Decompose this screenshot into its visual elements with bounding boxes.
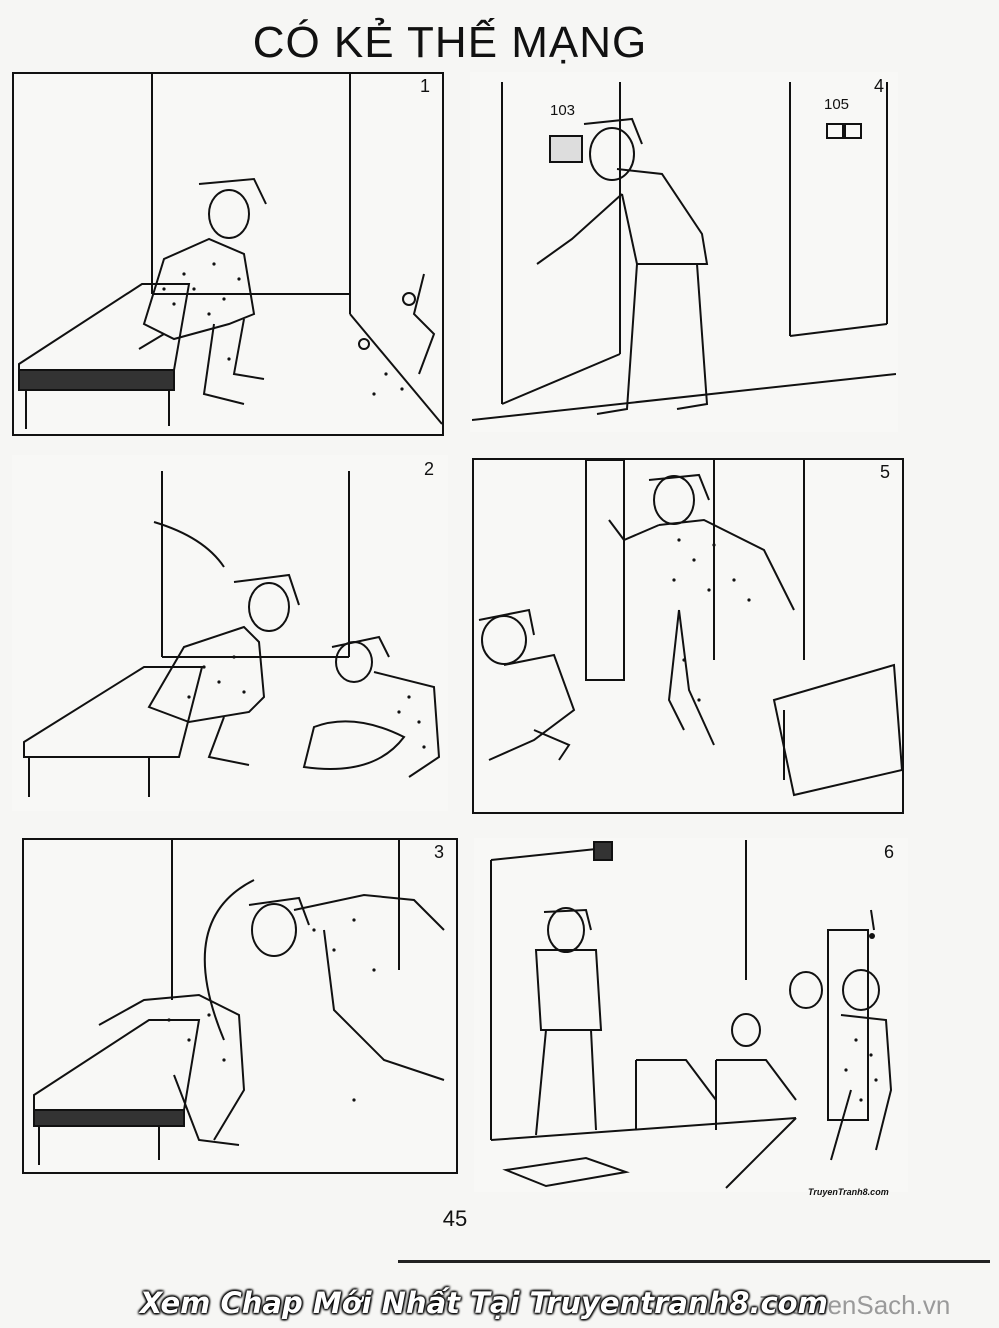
comic-panel-4: 103 105 4 bbox=[470, 72, 898, 432]
panel-number-2: 2 bbox=[423, 459, 434, 479]
bottom-rule bbox=[398, 1260, 990, 1263]
comic-title: CÓ KẺ THẾ MẠNG bbox=[252, 18, 648, 67]
panel-6-drawing bbox=[490, 840, 893, 1189]
door-number-105: 105 bbox=[824, 96, 850, 113]
page-number: 45 bbox=[442, 1206, 468, 1231]
watermark-text: ThuVienSach.vn bbox=[760, 1290, 951, 1320]
comic-panel-3: 3 bbox=[22, 838, 458, 1174]
comic-panel-6: 6 bbox=[474, 838, 908, 1192]
panel-number-3: 3 bbox=[433, 842, 444, 862]
promo-banner[interactable]: Xem Chap Mới Nhất Tại Truyentranh8.com bbox=[140, 1286, 828, 1320]
panel-number-4: 4 bbox=[873, 76, 884, 96]
panel-5-drawing bbox=[478, 460, 902, 797]
comic-panel-1: 1 bbox=[12, 72, 444, 436]
comic-panel-2: 2 bbox=[12, 455, 448, 811]
panel-3-drawing bbox=[33, 840, 445, 1165]
site-credit: TruyenTranh8.com bbox=[808, 1187, 889, 1197]
panel-number-6: 6 bbox=[883, 842, 894, 862]
panel-1-drawing bbox=[18, 74, 442, 429]
panel-4-drawing bbox=[472, 82, 896, 421]
comic-panel-5: 5 bbox=[472, 458, 904, 814]
panel-number-1: 1 bbox=[419, 76, 430, 96]
door-number-103: 103 bbox=[550, 102, 576, 119]
panel-number-5: 5 bbox=[879, 462, 890, 482]
panel-2-drawing bbox=[23, 471, 441, 797]
